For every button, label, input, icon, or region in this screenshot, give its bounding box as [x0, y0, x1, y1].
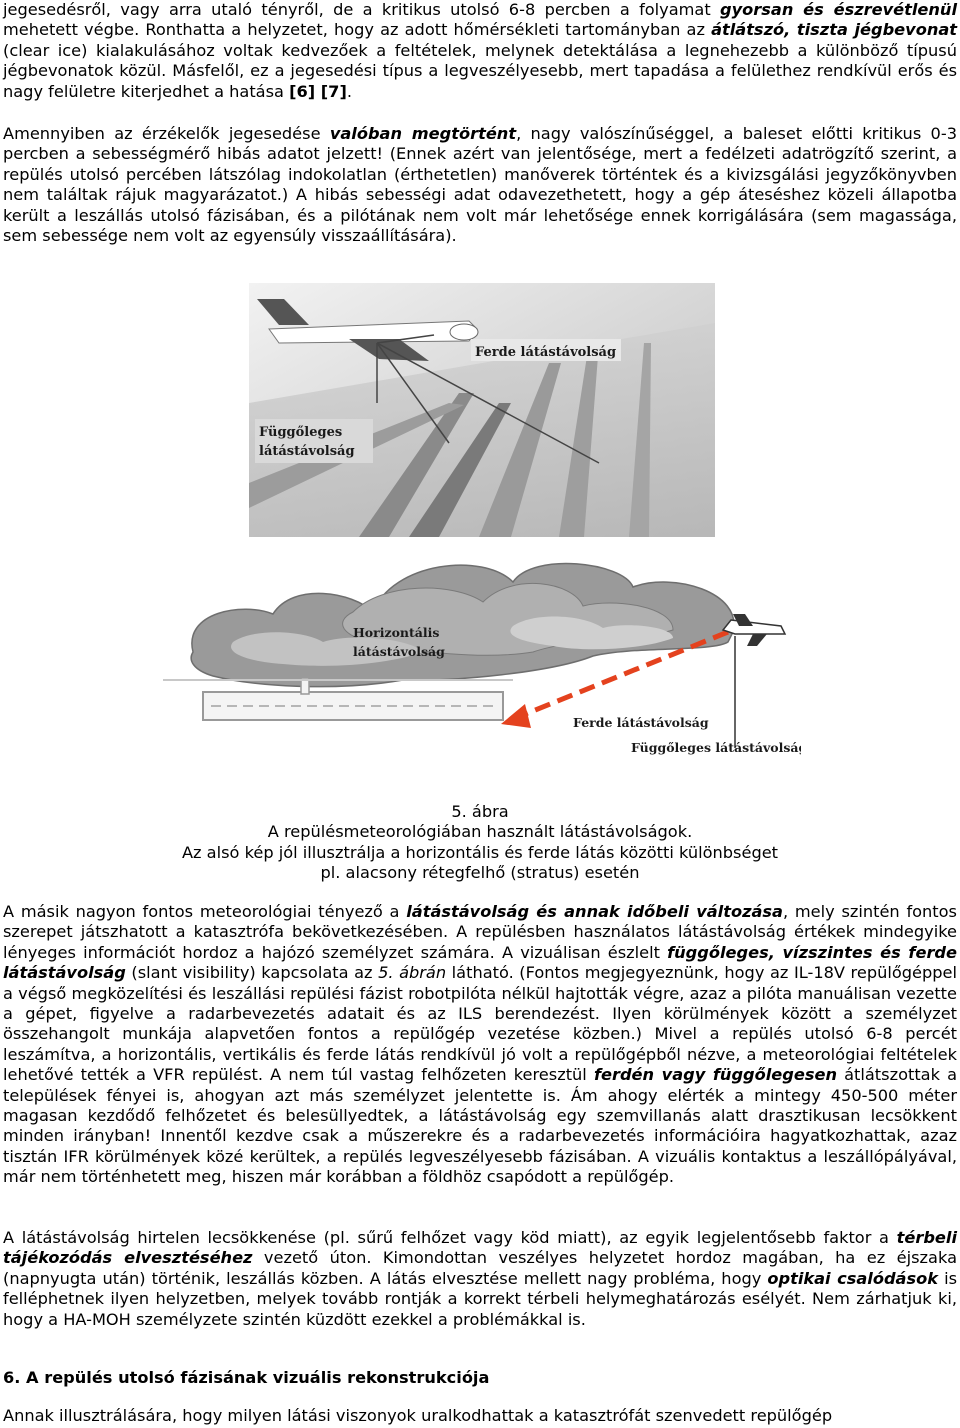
- figure-caption: 5. ábra A repülésmeteorológiában használ…: [3, 802, 957, 884]
- emphasis-spatial-disorientation: térbeli tájékozódás elvesztéséhez: [3, 1228, 957, 1268]
- runway: [202, 677, 504, 721]
- label-slant-visibility: Ferde látástávolság: [475, 345, 616, 360]
- reference-link: [6] [7]: [289, 81, 347, 101]
- stratus-cloud: [190, 562, 735, 688]
- label-vertical-visibility-2: látástávolság: [259, 444, 355, 459]
- figure-slant-visibility-top: Ferde látástávolság Függőleges látástávo…: [249, 283, 715, 537]
- emphasis-slant-vertical: ferdén vagy függőlegesen: [593, 1065, 837, 1085]
- emphasis-optical-illusions: optikai csalódások: [767, 1268, 939, 1288]
- label-horizontal-visibility-1: Horizontális: [353, 625, 439, 640]
- label-vertical-visibility-1: Függőleges: [259, 425, 342, 440]
- paragraph-sensor-icing: Amennyiben az érzékelők jegesedése valób…: [3, 124, 957, 246]
- caption-number: 5. ábra: [451, 802, 509, 821]
- sight-lines: [376, 334, 600, 464]
- caption-line-4: pl. alacsony rétegfelhő (stratus) esetén: [320, 863, 640, 883]
- airplane-icon: [721, 614, 787, 646]
- emphasis-fast-unnoticed: gyorsan és észrevétlenül: [720, 0, 957, 19]
- caption-title: A repülésmeteorológiában használt látást…: [267, 822, 693, 842]
- label-vertical-visibility-bottom: Függőleges látástávolság: [631, 740, 801, 755]
- figure-stratus-visibility-bottom: Horizontális látástávolság Ferde látástá…: [153, 542, 801, 764]
- paragraph-reconstruction: Annak illusztrálására, hogy milyen látás…: [3, 1406, 833, 1425]
- section-heading: 6. A repülés utolsó fázisának vizuális r…: [3, 1368, 490, 1387]
- slant-visibility-arrow: [501, 629, 729, 728]
- paragraph-disorientation: A látástávolság hirtelen lecsökkenése (p…: [3, 1228, 957, 1329]
- emphasis-visibility-types: függőleges, vízszintes és ferde látástáv…: [3, 942, 957, 983]
- paragraph-icing: jegesedésről, vagy arra utaló tényről, d…: [3, 0, 958, 101]
- label-slant-visibility-bottom: Ferde látástávolság: [573, 715, 709, 730]
- label-horizontal-visibility-2: látástávolság: [353, 644, 445, 659]
- caption-line-3: Az alsó kép jól illusztrálja a horizontá…: [181, 842, 779, 862]
- emphasis-clear-ice: átlátszó, tiszta jégbevonat: [711, 20, 958, 40]
- figure-reference: 5. ábrán: [378, 963, 447, 983]
- emphasis-really-happened: valóban megtörtént: [329, 124, 517, 143]
- emphasis-visibility-change: látástávolság és annak időbeli változása: [406, 902, 783, 921]
- paragraph-visibility: A másik nagyon fontos meteorológiai tény…: [3, 902, 958, 1187]
